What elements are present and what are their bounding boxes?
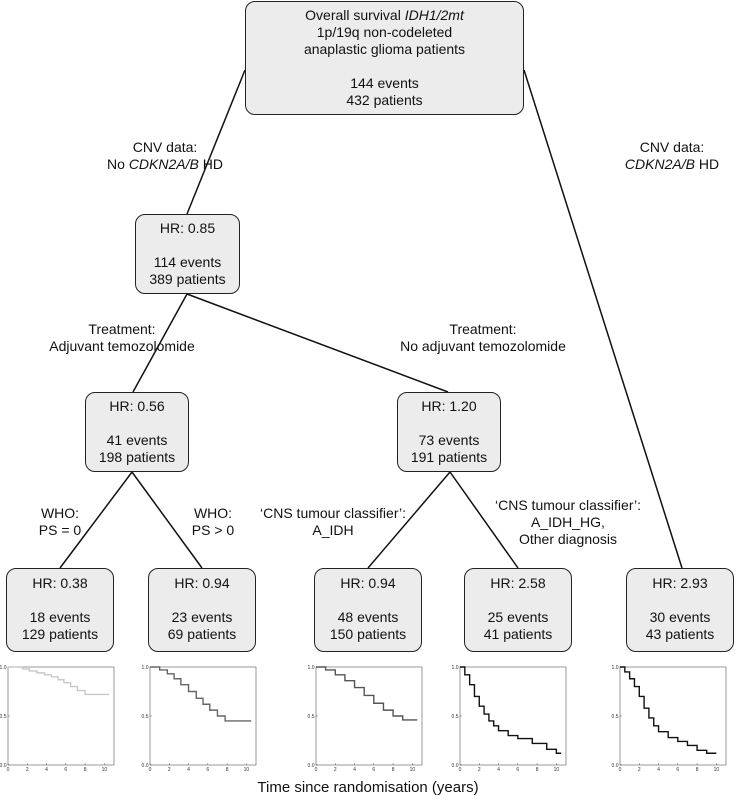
node-hr-120: HR: 1.20 73 events 191 patients xyxy=(397,392,501,472)
y-tick-label: 1.0 xyxy=(142,665,149,671)
y-tick-label: 0.5 xyxy=(142,714,149,720)
km-survival-curve xyxy=(620,666,717,754)
y-tick-label: 0.5 xyxy=(612,714,619,720)
root-title-prefix: Overall survival xyxy=(305,7,405,23)
x-tick-label: 6 xyxy=(64,767,67,773)
edge-label-ps-gt0: WHO: PS > 0 xyxy=(191,505,235,538)
x-tick-label: 10 xyxy=(102,767,108,773)
x-tick-label: 0 xyxy=(7,767,10,773)
x-tick-label: 0 xyxy=(149,767,152,773)
km-plot-frame xyxy=(315,666,423,766)
edge-label-cns-hg: ‘CNS tumour classifier’: A_IDH_HG, Other… xyxy=(495,497,641,547)
y-tick-label: 0.0 xyxy=(452,763,459,769)
root-patients: 432 patients xyxy=(346,92,423,108)
root-node: Overall survival IDH1/2mt 1p/19q non-cod… xyxy=(245,1,524,115)
root-line2: 1p/19q non-codeleted xyxy=(316,24,453,40)
x-tick-label: 2 xyxy=(638,767,641,773)
y-tick-label: 0.0 xyxy=(0,763,7,769)
node-hr-258: HR: 2.58 25 events 41 patients xyxy=(464,568,572,652)
x-tick-label: 2 xyxy=(334,767,337,773)
km-plot-frame xyxy=(7,666,115,766)
y-tick-label: 1.0 xyxy=(0,665,7,671)
km-plot-frame xyxy=(459,666,567,766)
km-plot-3: 0.0 0.5 1.0 0 2 4 6 8 10 xyxy=(308,665,423,773)
node-hr-094a: HR: 0.94 23 events 69 patients xyxy=(148,568,256,652)
km-survival-curve xyxy=(150,666,252,722)
x-tick-label: 10 xyxy=(554,767,560,773)
node-hr-085: HR: 0.85 114 events 389 patients xyxy=(135,214,240,294)
x-tick-label: 8 xyxy=(696,767,699,773)
km-plot-5: 0.0 0.5 1.0 0 2 4 6 8 10 xyxy=(612,665,727,773)
x-tick-label: 6 xyxy=(516,767,519,773)
edge-label-ps0: WHO: PS = 0 xyxy=(38,505,82,538)
km-survival-curve xyxy=(316,666,418,721)
x-tick-label: 0 xyxy=(315,767,318,773)
node-hr-094b: HR: 0.94 48 events 150 patients xyxy=(314,568,422,652)
x-tick-label: 0 xyxy=(619,767,622,773)
node-hr-056: HR: 0.56 41 events 198 patients xyxy=(85,392,189,472)
x-tick-label: 10 xyxy=(244,767,250,773)
x-tick-label: 8 xyxy=(392,767,395,773)
x-tick-label: 6 xyxy=(372,767,375,773)
x-tick-label: 2 xyxy=(168,767,171,773)
x-tick-label: 8 xyxy=(84,767,87,773)
y-tick-label: 0.5 xyxy=(308,714,315,720)
y-tick-label: 1.0 xyxy=(452,665,459,671)
x-tick-label: 8 xyxy=(226,767,229,773)
x-tick-label: 8 xyxy=(536,767,539,773)
y-tick-label: 0.0 xyxy=(142,763,149,769)
x-tick-label: 4 xyxy=(45,767,48,773)
x-tick-label: 6 xyxy=(676,767,679,773)
km-plot-2: 0.0 0.5 1.0 0 2 4 6 8 10 xyxy=(142,665,257,773)
node-hr-293: HR: 2.93 30 events 43 patients xyxy=(626,568,734,652)
km-survival-curve xyxy=(460,666,562,754)
km-plot-4: 0.0 0.5 1.0 0 2 4 6 8 10 xyxy=(452,665,567,773)
x-tick-label: 10 xyxy=(410,767,416,773)
y-tick-label: 1.0 xyxy=(612,665,619,671)
node-hr-038: HR: 0.38 18 events 129 patients xyxy=(6,568,114,652)
y-tick-label: 1.0 xyxy=(308,665,315,671)
x-tick-label: 2 xyxy=(26,767,29,773)
y-tick-label: 0.0 xyxy=(308,763,315,769)
root-title-italic: IDH1/2mt xyxy=(404,7,464,23)
x-tick-label: 6 xyxy=(206,767,209,773)
edge-label-adjuvant: Treatment: Adjuvant temozolomide xyxy=(49,321,195,354)
km-survival-curve xyxy=(8,666,110,696)
km-plot-frame xyxy=(149,666,257,766)
x-tick-label: 10 xyxy=(714,767,720,773)
x-axis-title: Time since randomisation (years) xyxy=(257,779,479,796)
km-plot-1: 0.0 0.5 1.0 0 2 4 6 8 10 xyxy=(0,665,115,773)
y-tick-label: 0.5 xyxy=(0,714,7,720)
y-tick-label: 0.5 xyxy=(452,714,459,720)
x-tick-label: 4 xyxy=(497,767,500,773)
x-tick-label: 4 xyxy=(353,767,356,773)
root-line3: anaplastic glioma patients xyxy=(303,41,466,57)
edge-label-cdkn: CNV data: CDKN2A/B HD xyxy=(624,139,720,172)
edge-label-no-cdkn: CNV data: No CDKN2A/B HD xyxy=(107,139,223,172)
x-tick-label: 4 xyxy=(657,767,660,773)
edge-label-no-adjuvant: Treatment: No adjuvant temozolomide xyxy=(400,321,566,354)
x-tick-label: 4 xyxy=(187,767,190,773)
km-plot-frame xyxy=(619,666,727,766)
edge-label-cns-aidh: ‘CNS tumour classifier’: A_IDH xyxy=(260,505,406,538)
root-events: 144 events xyxy=(350,75,419,91)
y-tick-label: 0.0 xyxy=(612,763,619,769)
x-tick-label: 0 xyxy=(459,767,462,773)
x-tick-label: 2 xyxy=(478,767,481,773)
